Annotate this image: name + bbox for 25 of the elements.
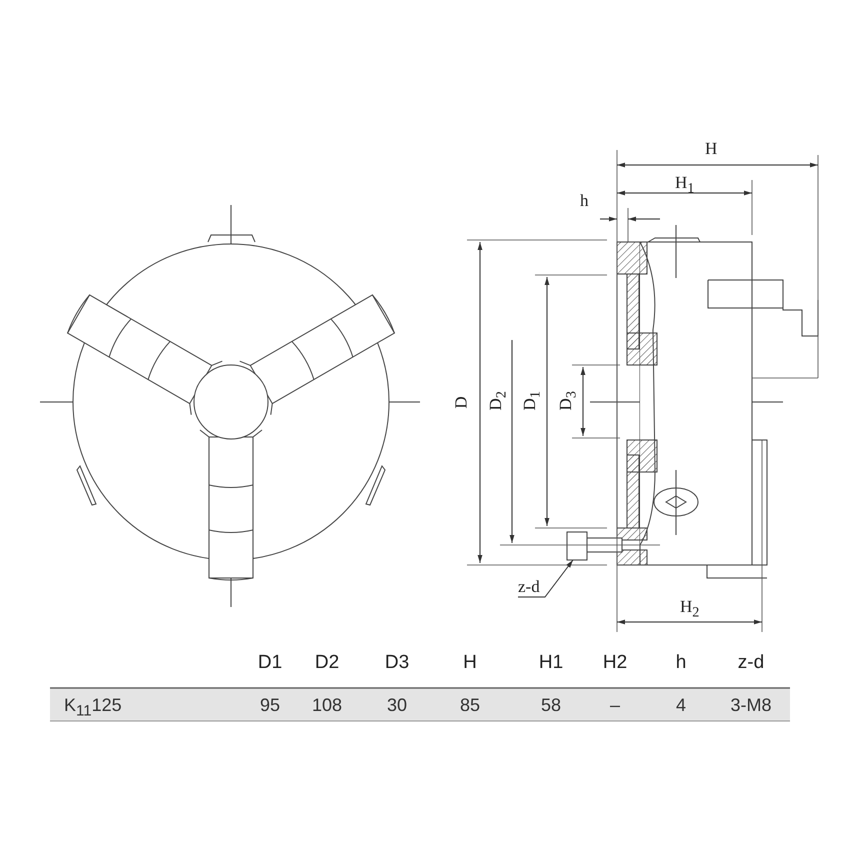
table-cell: 85 — [460, 696, 480, 714]
column-header: D1 — [258, 653, 282, 672]
screw-drawing — [566, 532, 622, 560]
table-cell: – — [610, 696, 620, 714]
dimension-label: H$_{1}$ — [675, 174, 694, 196]
dimension-label: D — [452, 396, 470, 409]
column-header: H2 — [602, 653, 628, 672]
column-header: H — [463, 653, 477, 672]
column-header: D2 — [314, 653, 340, 672]
column-header: D3 — [384, 653, 410, 672]
table-cell: 30 — [386, 696, 408, 714]
row-label: K$_{11}$125 — [64, 696, 122, 719]
table-cell: 108 — [312, 696, 342, 714]
table-cell: 58 — [540, 696, 562, 714]
table-cell: 3-M8 — [730, 696, 772, 714]
dimension-label: H$_{2}$ — [680, 598, 700, 620]
dimension-label: h — [580, 192, 588, 209]
table-cell: 95 — [260, 696, 280, 714]
column-header: h — [676, 653, 686, 672]
column-header: z-d — [738, 653, 764, 672]
table-cell: 4 — [676, 696, 686, 714]
leader-line — [518, 560, 574, 598]
callout-label: z-d — [518, 578, 540, 595]
dimension-label: H — [705, 140, 718, 157]
column-header: H1 — [538, 653, 564, 672]
